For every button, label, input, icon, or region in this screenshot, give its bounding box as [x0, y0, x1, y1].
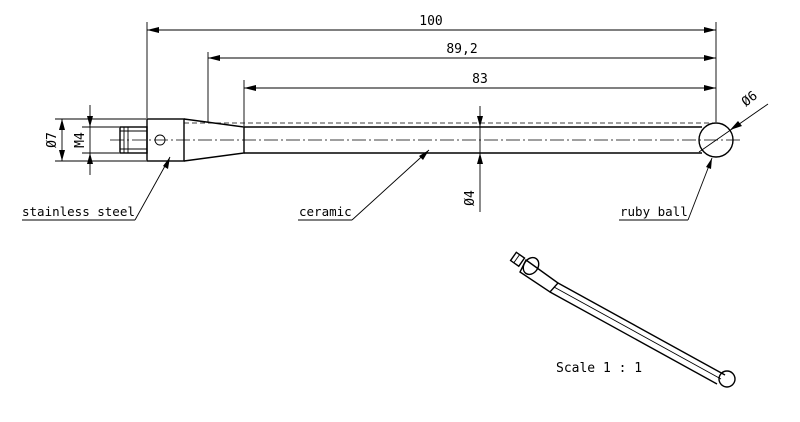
dimension-body-diameter: Ø7 — [45, 118, 146, 162]
label-ceramic-text: ceramic — [299, 204, 352, 219]
dimension-thread: M4 — [73, 105, 119, 175]
dim-extension-length: 89,2 — [446, 42, 477, 57]
ceramic-stem — [244, 126, 702, 154]
label-ceramic: ceramic — [298, 149, 430, 221]
label-ruby-ball-text: ruby ball — [620, 204, 688, 219]
dim-thread: M4 — [73, 132, 88, 148]
stylus-side-view — [110, 118, 742, 162]
dimension-89-2: 89,2 — [207, 42, 716, 122]
label-stainless-steel-text: stainless steel — [22, 204, 135, 219]
cross-hole — [154, 134, 166, 146]
stainless-steel-body — [146, 118, 716, 162]
label-stainless-steel: stainless steel — [22, 156, 171, 221]
dimension-83: 83 — [243, 72, 716, 126]
dim-stem-diameter: Ø4 — [463, 190, 478, 206]
dim-body-diameter: Ø7 — [45, 132, 60, 148]
dimension-100: 100 — [146, 14, 717, 122]
scale-label: Scale 1 : 1 — [556, 361, 642, 376]
ruby-ball — [698, 122, 734, 158]
isometric-view — [509, 251, 736, 388]
label-ruby-ball: ruby ball — [619, 157, 713, 221]
dim-ceramic-length: 83 — [472, 72, 488, 87]
dim-ball-diameter: Ø6 — [739, 89, 761, 110]
dim-overall-length: 100 — [419, 14, 442, 29]
dimension-stem-diameter: Ø4 — [463, 106, 483, 212]
